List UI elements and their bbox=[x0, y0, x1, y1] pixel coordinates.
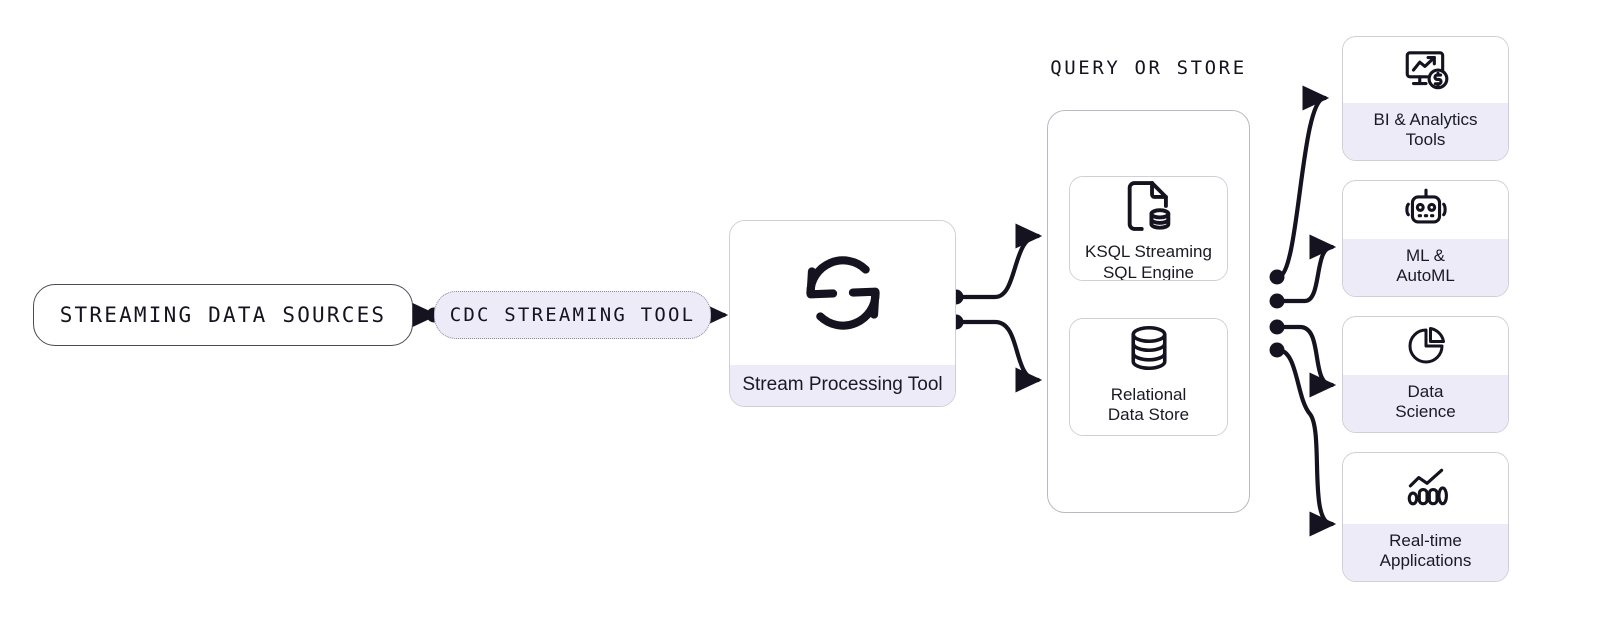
wire-group-to-ml bbox=[1275, 234, 1337, 304]
bi-analytics-tools-card[interactable]: BI & Analytics Tools bbox=[1342, 36, 1509, 161]
bi-label-line2: Tools bbox=[1405, 130, 1446, 150]
wire-group-to-datascience bbox=[1275, 324, 1337, 398]
relational-label-line2: Data Store bbox=[1107, 405, 1190, 425]
streaming-data-sources-node[interactable]: STREAMING DATA SOURCES bbox=[33, 284, 413, 346]
ml-label-line2: AutoML bbox=[1396, 266, 1455, 286]
realtime-label-line2: Applications bbox=[1379, 551, 1472, 571]
ksql-label-line1: KSQL Streaming bbox=[1085, 242, 1212, 261]
connector-dot-group-3 bbox=[1269, 319, 1285, 335]
connector-dot-group-1 bbox=[1269, 269, 1285, 285]
wire-group-to-realtime bbox=[1275, 347, 1337, 537]
realtime-label-line1: Real-time bbox=[1389, 530, 1462, 550]
data-science-label-line1: Data bbox=[1407, 381, 1444, 401]
data-science-caption: Data Science bbox=[1343, 374, 1508, 432]
data-science-icon-area bbox=[1343, 317, 1508, 375]
realtime-icon-area bbox=[1343, 453, 1508, 524]
realtime-caption: Real-time Applications bbox=[1343, 523, 1508, 581]
ksql-label-line2: SQL Engine bbox=[1102, 262, 1195, 281]
connector-dot-group-2 bbox=[1269, 293, 1285, 309]
bi-label-line1: BI & Analytics bbox=[1373, 109, 1478, 129]
ksql-icon-area bbox=[1070, 177, 1227, 235]
document-database-icon bbox=[1120, 177, 1178, 235]
real-time-applications-card[interactable]: Real-time Applications bbox=[1342, 452, 1509, 582]
pie-chart-icon bbox=[1402, 322, 1450, 370]
data-science-card[interactable]: Data Science bbox=[1342, 316, 1509, 433]
bi-caption: BI & Analytics Tools bbox=[1343, 102, 1508, 160]
stream-processing-icon-area bbox=[730, 221, 955, 365]
ml-icon-area bbox=[1343, 181, 1508, 239]
ml-automl-card[interactable]: ML & AutoML bbox=[1342, 180, 1509, 297]
stream-processing-caption: Stream Processing Tool bbox=[730, 364, 955, 406]
cdc-streaming-tool-label: CDC STREAMING TOOL bbox=[449, 304, 696, 326]
refresh-sync-icon bbox=[789, 239, 897, 347]
streaming-data-sources-label: STREAMING DATA SOURCES bbox=[59, 303, 387, 327]
bar-chart-trend-icon bbox=[1401, 463, 1451, 513]
monitor-trend-dollar-icon bbox=[1401, 45, 1451, 95]
wire-stream-to-relational bbox=[954, 319, 1043, 393]
stream-processing-label: Stream Processing Tool bbox=[742, 373, 943, 395]
wire-stream-to-ksql bbox=[954, 223, 1043, 300]
relational-caption: Relational Data Store bbox=[1070, 377, 1227, 435]
relational-data-store-card[interactable]: Relational Data Store bbox=[1069, 318, 1228, 436]
ksql-streaming-sql-engine-card[interactable]: KSQL Streaming SQL Engine bbox=[1069, 176, 1228, 281]
query-or-store-group bbox=[1047, 110, 1250, 513]
ksql-caption: KSQL Streaming SQL Engine bbox=[1070, 235, 1227, 281]
connector-dot-group-4 bbox=[1269, 342, 1285, 358]
database-cylinder-icon bbox=[1122, 321, 1176, 375]
robot-head-icon bbox=[1401, 185, 1451, 235]
bi-icon-area bbox=[1343, 37, 1508, 103]
cdc-streaming-tool-node[interactable]: CDC STREAMING TOOL bbox=[434, 291, 711, 339]
relational-icon-area bbox=[1070, 319, 1227, 378]
wire-group-to-bi bbox=[1275, 85, 1330, 280]
ml-caption: ML & AutoML bbox=[1343, 238, 1508, 296]
query-or-store-title: QUERY OR STORE bbox=[1050, 57, 1247, 79]
data-science-label-line2: Science bbox=[1395, 402, 1456, 422]
relational-label-line1: Relational bbox=[1110, 384, 1187, 404]
stream-processing-tool-card[interactable]: Stream Processing Tool bbox=[729, 220, 956, 407]
ml-label-line1: ML & bbox=[1405, 245, 1446, 265]
